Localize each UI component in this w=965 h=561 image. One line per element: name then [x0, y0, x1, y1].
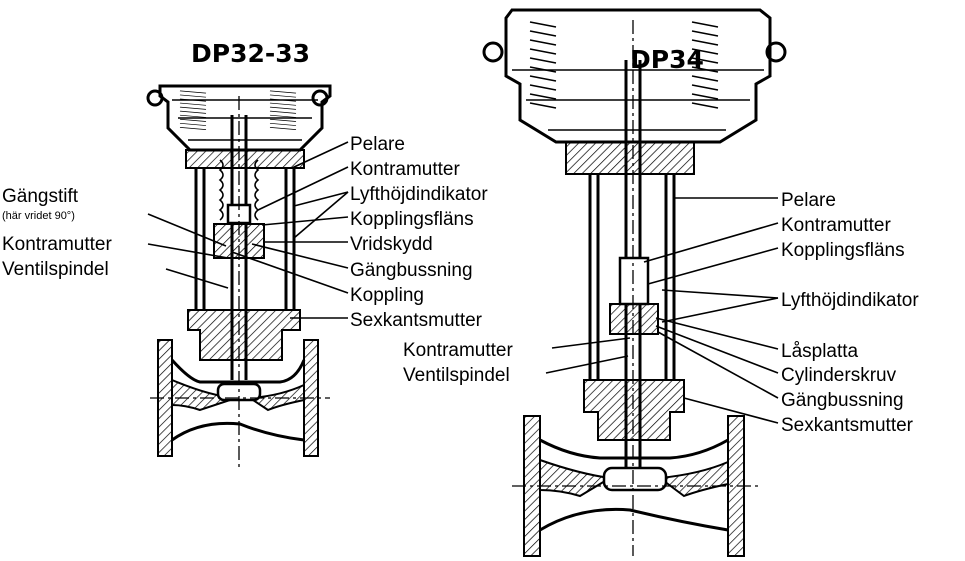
left-leader-lines [147, 141, 349, 319]
label-gangstift: Gängstift [2, 186, 79, 207]
label-ventilspindel-left: Ventilspindel [2, 259, 109, 280]
left-title: DP32-33 [191, 39, 310, 68]
label-gangbussning-right: Gängbussning [781, 390, 904, 411]
label-kontramutter-right-top: Kontramutter [781, 215, 891, 236]
label-lyfthojdindikator-left: Lyfthöjdindikator [350, 184, 488, 205]
label-lyfthojdindikator-right: Lyfthöjdindikator [781, 290, 919, 311]
label-kontramutter-left-top: Kontramutter [350, 159, 460, 180]
right-valve-drawing [482, 8, 787, 557]
label-sexkantsmutter-right: Sexkantsmutter [781, 415, 914, 436]
label-kopplingsflans-right: Kopplingsfläns [781, 240, 905, 261]
label-ventilspindel-right: Ventilspindel [403, 365, 510, 386]
right-leader-lines [545, 197, 779, 424]
label-lasplatta: Låsplatta [781, 341, 859, 362]
left-valve-drawing [146, 84, 332, 470]
label-sexkantsmutter-left: Sexkantsmutter [350, 310, 483, 331]
label-koppling: Koppling [350, 285, 424, 306]
label-kopplingsflans-left: Kopplingsfläns [350, 209, 474, 230]
label-cylinderskruv: Cylinderskruv [781, 365, 897, 386]
label-pelare-right: Pelare [781, 190, 836, 211]
label-gangstift-note: (här vridet 90°) [2, 210, 75, 222]
label-kontramutter-right-side: Kontramutter [403, 340, 513, 361]
label-gangbussning-left: Gängbussning [350, 260, 473, 281]
right-title: DP34 [630, 45, 704, 74]
label-kontramutter-left-side: Kontramutter [2, 234, 112, 255]
label-pelare-left: Pelare [350, 134, 405, 155]
label-vridskydd: Vridskydd [350, 234, 433, 255]
